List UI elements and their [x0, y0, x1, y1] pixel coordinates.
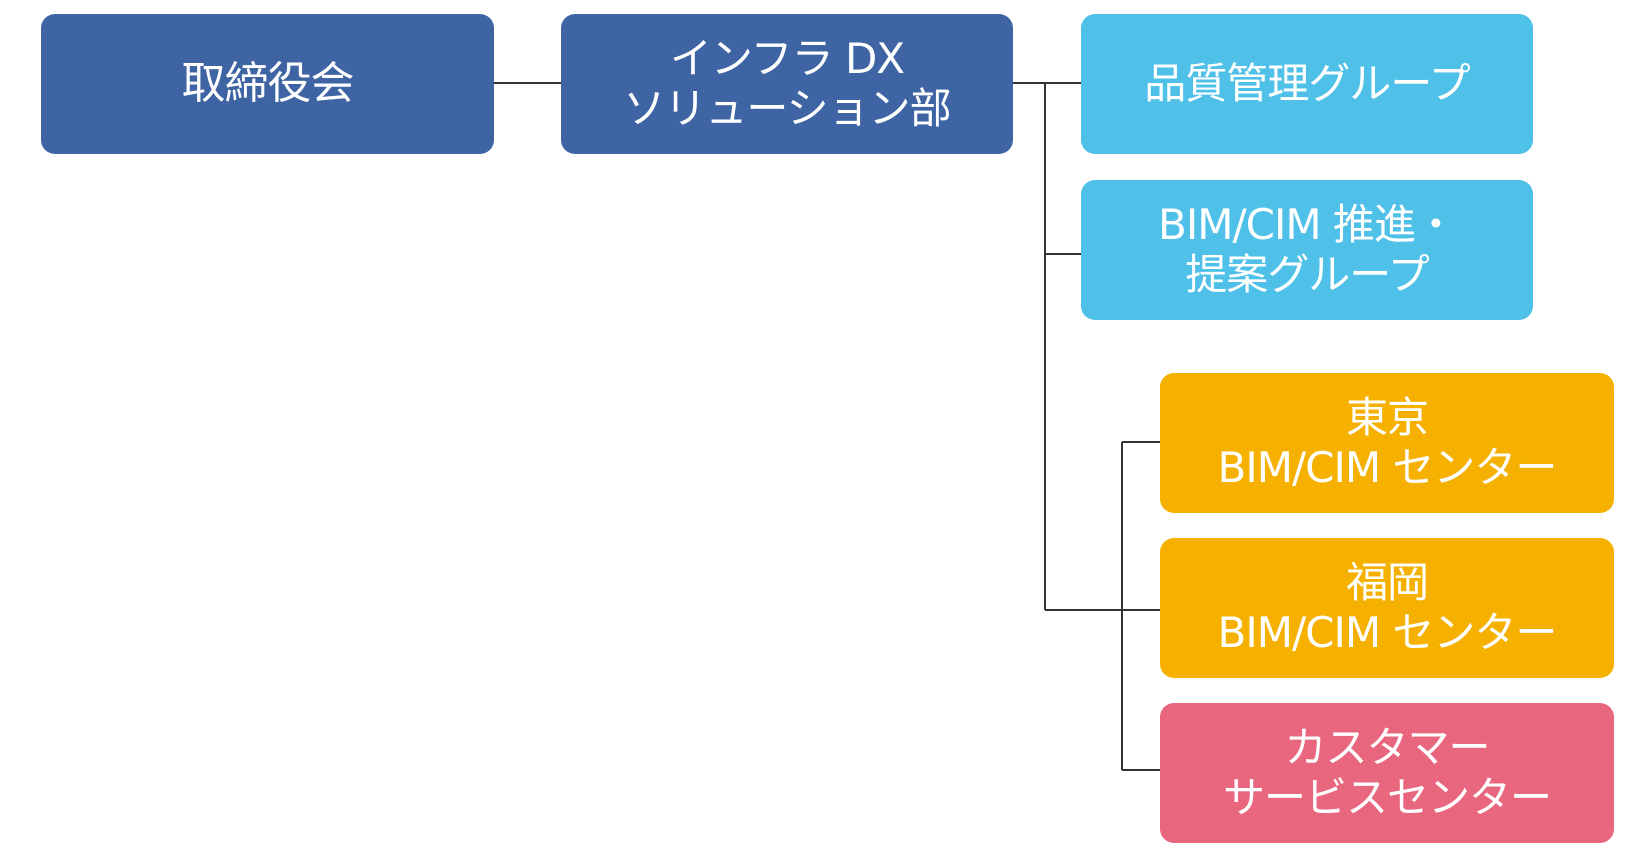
- customer-center-label: カスタマー サービスセンター: [1222, 723, 1552, 822]
- customer-service-center-box: カスタマー サービスセンター: [1160, 703, 1614, 843]
- tokyo-center-label: 東京 BIM/CIM センター: [1217, 393, 1558, 492]
- dept-label: インフラ DX ソリューション部: [623, 34, 951, 133]
- board-of-directors-box: 取締役会: [41, 14, 494, 154]
- qa-group-label: 品質管理グループ: [1144, 59, 1470, 109]
- board-label: 取締役会: [181, 58, 355, 110]
- fukuoka-bim-cim-center-box: 福岡 BIM/CIM センター: [1160, 538, 1614, 678]
- fukuoka-center-label: 福岡 BIM/CIM センター: [1217, 558, 1558, 657]
- bim-cim-promotion-group-box: BIM/CIM 推進・ 提案グループ: [1081, 180, 1533, 320]
- quality-management-group-box: 品質管理グループ: [1081, 14, 1533, 154]
- infra-dx-solutions-dept-box: インフラ DX ソリューション部: [561, 14, 1013, 154]
- bim-group-label: BIM/CIM 推進・ 提案グループ: [1158, 200, 1457, 299]
- tokyo-bim-cim-center-box: 東京 BIM/CIM センター: [1160, 373, 1614, 513]
